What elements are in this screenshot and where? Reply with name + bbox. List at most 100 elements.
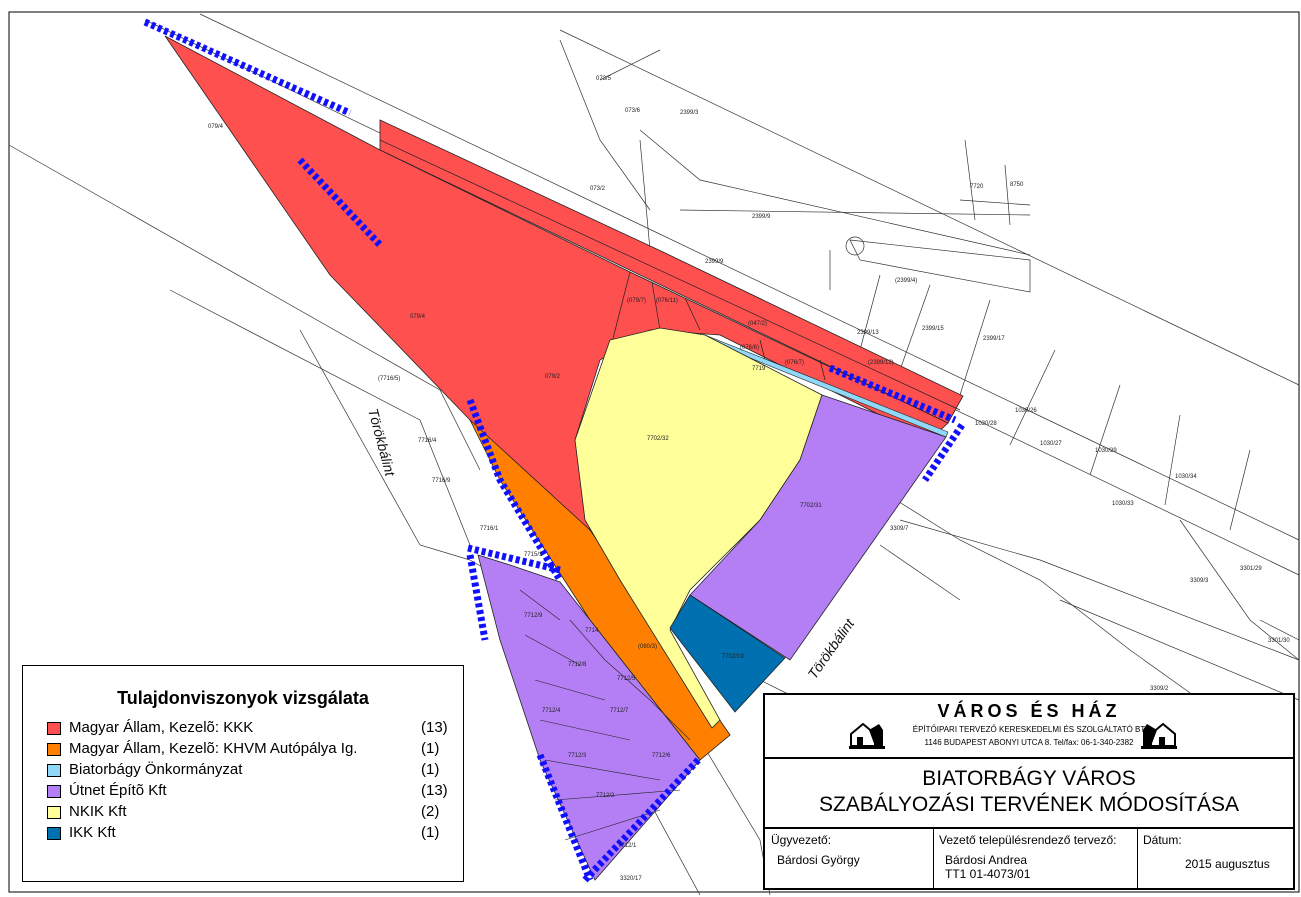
parcel-label: (076/7) bbox=[785, 360, 804, 366]
parcel-label: 079/4 bbox=[208, 124, 224, 130]
parcel-label: (080/3) bbox=[638, 644, 657, 650]
parcel-label: 7716/9 bbox=[432, 478, 451, 484]
parcel-label: (079/7) bbox=[627, 298, 646, 304]
parcel-label: 7712/9 bbox=[524, 613, 543, 619]
planner-cell: Vezető településrendező tervező: Bárdosi… bbox=[933, 827, 1138, 888]
parcel-ikk bbox=[669, 594, 786, 713]
parcel-label: 2399/9 bbox=[705, 259, 724, 265]
parcel-label: 3309/3 bbox=[1190, 578, 1209, 584]
legend-item-count: (2) bbox=[421, 803, 440, 820]
parcel-label: 1030/28 bbox=[975, 421, 997, 427]
date-cell: Dátum: 2015 augusztus bbox=[1137, 827, 1293, 888]
parcel-label: 3301/30 bbox=[1268, 638, 1290, 644]
parcel-label: 7712/2 bbox=[596, 793, 615, 799]
parcel-kkk-strip bbox=[379, 119, 964, 424]
firm-logo-area: VÁROS ÉS HÁZ ÉPÍTŐIPARI TERVEZŐ KERESKED… bbox=[765, 695, 1293, 759]
legend-item-count: (1) bbox=[421, 761, 440, 778]
legend-swatch bbox=[47, 785, 61, 798]
legend-swatch bbox=[47, 806, 61, 819]
parcel-label: 079/2 bbox=[545, 374, 561, 380]
parcel-label: 2399/13 bbox=[857, 330, 879, 336]
parcel-label: 3320/17 bbox=[620, 876, 642, 882]
legend-item-count: (1) bbox=[421, 824, 440, 841]
street-label-torokbalint-west: Törökbálint bbox=[365, 407, 399, 479]
parcel-label: 3309/2 bbox=[1150, 686, 1169, 692]
parcel-label: 7702/32 bbox=[647, 436, 669, 442]
parcel-label: 1030/33 bbox=[1112, 501, 1134, 507]
parcel-label: 7716/1 bbox=[480, 526, 499, 532]
house-logo-icon bbox=[849, 722, 885, 749]
parcel-label: 7712/4 bbox=[542, 708, 561, 714]
planner-label: Vezető településrendező tervező: bbox=[939, 833, 1117, 847]
legend-item-label: NKIK Kft bbox=[69, 803, 127, 820]
legend-item-label: Útnet Építõ Kft bbox=[69, 782, 167, 799]
firm-name: VÁROS ÉS HÁZ bbox=[937, 701, 1121, 721]
parcel-label: 8750 bbox=[1010, 182, 1024, 188]
legend-swatch bbox=[47, 827, 61, 840]
parcel-label: (076/6) bbox=[740, 345, 759, 351]
parcel-label: 7712/6 bbox=[652, 753, 671, 759]
manager-name: Bárdosi György bbox=[777, 853, 860, 867]
legend-swatch bbox=[47, 722, 61, 735]
legend-item: Magyar Állam, Kezelõ: KKK (13) bbox=[47, 719, 463, 740]
legend-item: Biatorbágy Önkormányzat (1) bbox=[47, 761, 463, 782]
parcel-label: (2399/12) bbox=[868, 360, 894, 366]
parcel-label: 3309/7 bbox=[890, 526, 909, 532]
parcel-label: 7712/3 bbox=[568, 753, 587, 759]
legend-item: Útnet Építõ Kft (13) bbox=[47, 782, 463, 803]
parcel-label: 2399/9 bbox=[752, 214, 771, 220]
parcel-label: 2399/15 bbox=[922, 326, 944, 332]
boundary-markers bbox=[143, 18, 965, 883]
parcel-label: 1030/29 bbox=[1095, 448, 1117, 454]
parcel-label: 3301/29 bbox=[1240, 566, 1262, 572]
legend-title: Tulajdonviszonyok vizsgálata bbox=[117, 688, 369, 708]
planner-name: Bárdosi Andrea bbox=[945, 853, 1028, 867]
legend-item-label: Magyar Állam, Kezelõ: KKK bbox=[69, 719, 254, 736]
parcel-label: 7720 bbox=[970, 184, 984, 190]
parcel-label: 7702/19 bbox=[722, 654, 744, 660]
parcel-label: 7712/5 bbox=[617, 676, 636, 682]
parcel-label: (047/2) bbox=[748, 321, 767, 327]
parcel-utnet-south bbox=[477, 554, 701, 881]
manager-label: Ügyvezető: bbox=[771, 833, 832, 847]
parcel-label: (076/11) bbox=[656, 298, 678, 304]
parcel-label: 1030/34 bbox=[1175, 474, 1197, 480]
parcel-label: 7716/4 bbox=[418, 438, 437, 444]
legend-swatch bbox=[47, 764, 61, 777]
date-label: Dátum: bbox=[1143, 833, 1182, 847]
date-value: 2015 augusztus bbox=[1185, 857, 1270, 871]
parcel-label: 7719 bbox=[752, 366, 766, 372]
plan-title-line1: BIATORBÁGY VÁROS bbox=[922, 767, 1136, 790]
legend-item: IKK Kft (1) bbox=[47, 824, 463, 845]
legend-item-count: (13) bbox=[421, 782, 448, 799]
title-block: VÁROS ÉS HÁZ ÉPÍTŐIPARI TERVEZŐ KERESKED… bbox=[763, 693, 1295, 890]
parcel-label: 1030/27 bbox=[1040, 441, 1062, 447]
plan-title: BIATORBÁGY VÁROS SZABÁLYOZÁSI TERVÉNEK M… bbox=[765, 757, 1293, 829]
house-logo-icon bbox=[1141, 722, 1177, 749]
parcel-label: 079/4 bbox=[410, 314, 426, 320]
parcel-label: 7712/8 bbox=[568, 662, 587, 668]
plan-title-line2: SZABÁLYOZÁSI TERVÉNEK MÓDOSÍTÁSA bbox=[818, 793, 1240, 816]
planner-id: TT1 01-4073/01 bbox=[945, 867, 1031, 881]
parcel-label: 2399/17 bbox=[983, 336, 1005, 342]
legend-item-label: Biatorbágy Önkormányzat bbox=[69, 761, 243, 778]
legend-item-count: (1) bbox=[421, 740, 440, 757]
parcel-label: 7702/31 bbox=[800, 503, 822, 509]
parcel-label: 2399/3 bbox=[680, 110, 699, 116]
firm-subtitle: ÉPÍTŐIPARI TERVEZŐ KERESKEDELMI ÉS SZOLG… bbox=[912, 725, 1146, 734]
parcel-label: 073/5 bbox=[596, 76, 612, 82]
legend-swatch bbox=[47, 743, 61, 756]
parcel-boundaries bbox=[8, 13, 1300, 896]
manager-cell: Ügyvezető: Bárdosi György bbox=[765, 827, 934, 888]
parcel-label: 073/6 bbox=[625, 108, 641, 114]
legend-item-count: (13) bbox=[421, 719, 448, 736]
legend: Tulajdonviszonyok vizsgálata Magyar Álla… bbox=[22, 665, 464, 882]
parcel-label: 073/2 bbox=[590, 186, 606, 192]
map-frame bbox=[8, 11, 1300, 893]
legend-item-label: IKK Kft bbox=[69, 824, 116, 841]
parcel-label: (2399/4) bbox=[895, 278, 917, 284]
parcel-labels: 079/4 079/4 073/5 073/6 2399/3 073/2 239… bbox=[208, 76, 1290, 882]
parcel-label: 7715/1 bbox=[524, 552, 543, 558]
